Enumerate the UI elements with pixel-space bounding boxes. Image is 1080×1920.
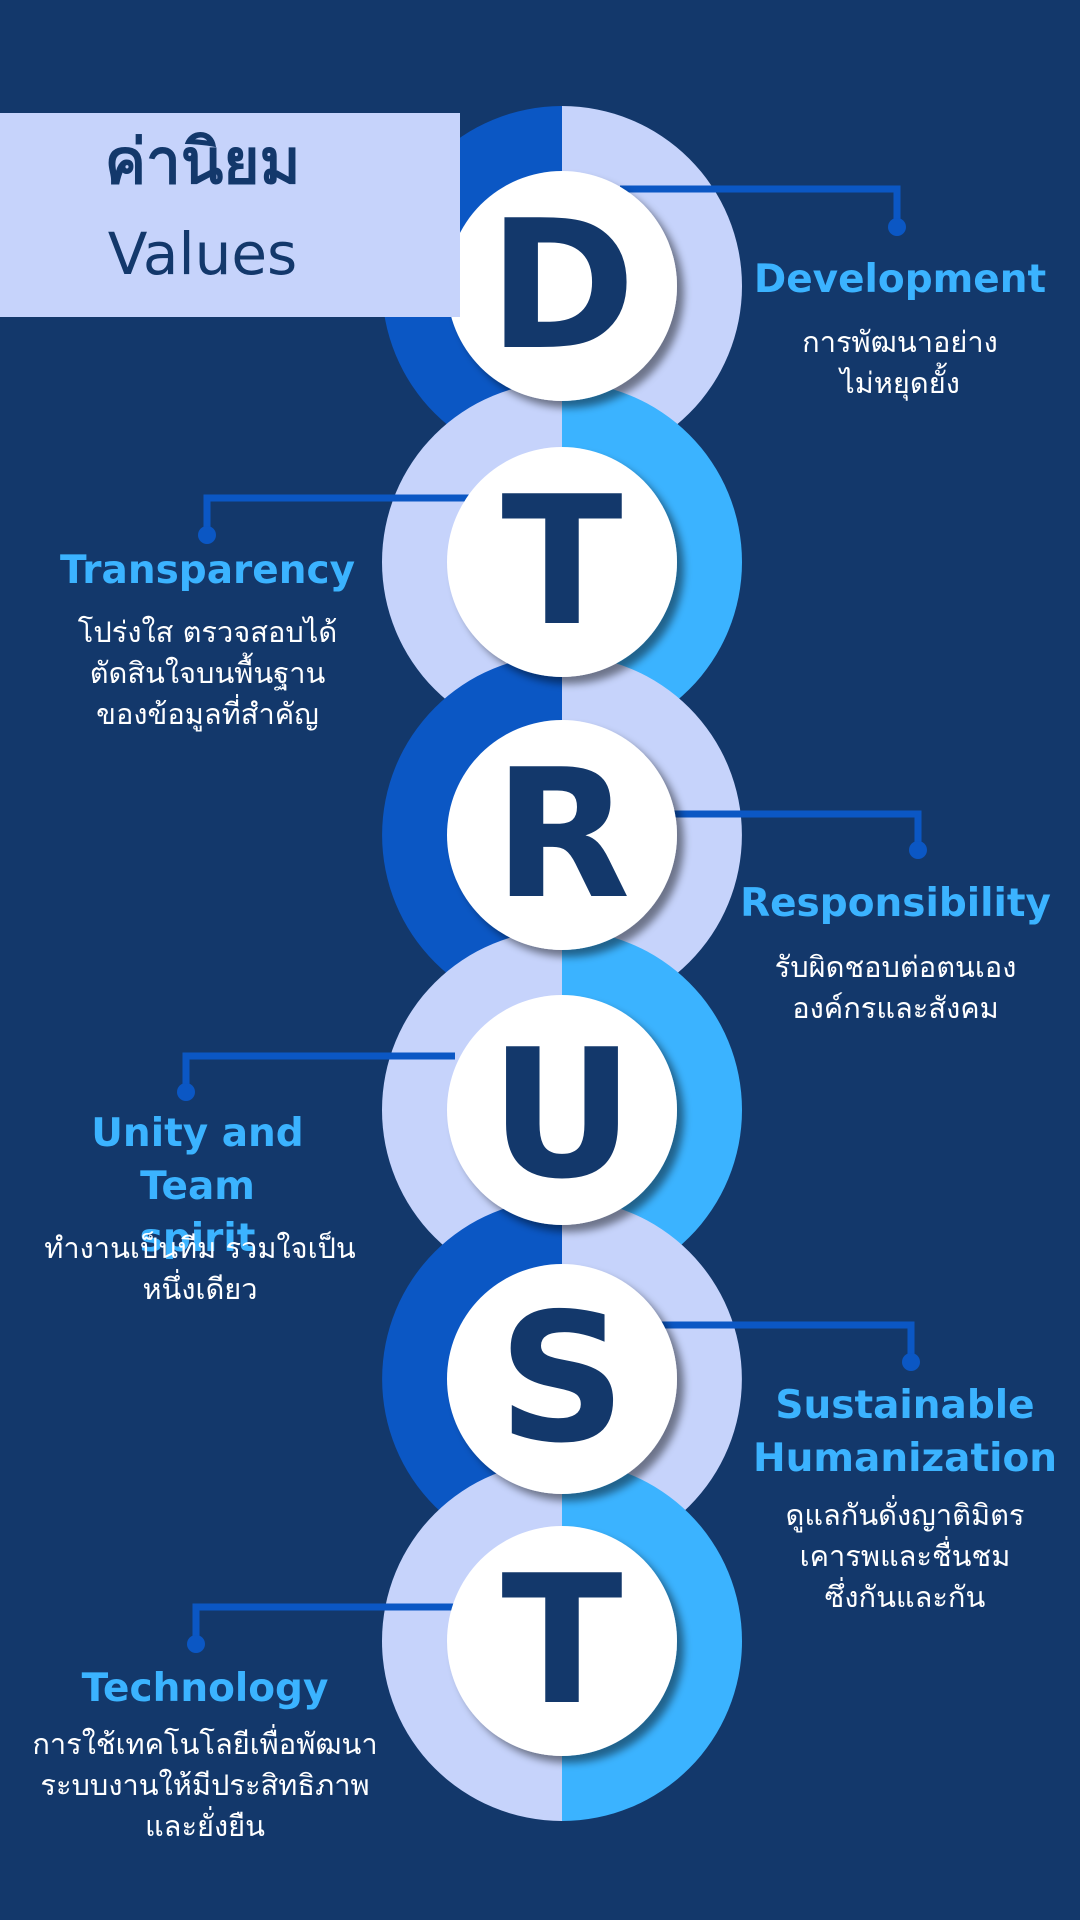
letter-circle: [447, 1526, 677, 1756]
connector-dot: [177, 1083, 195, 1101]
description-development: การพัฒนาอย่างไม่หยุดยั้ง: [802, 325, 998, 401]
connector-line: [203, 494, 475, 535]
heading-technology: Technology: [81, 1666, 329, 1711]
letter-u: U: [489, 1011, 635, 1218]
letter-circle: [447, 995, 677, 1225]
connector-line: [620, 185, 901, 227]
letter-circle: [447, 447, 677, 677]
title-band: [0, 113, 460, 317]
connector-dot: [909, 841, 927, 859]
letter-t-transparency: T: [501, 458, 623, 665]
title-thai: ค่านิยม: [104, 125, 301, 198]
letter-r: R: [493, 731, 631, 938]
letter-circle: [447, 171, 677, 401]
letter-s: S: [497, 1275, 627, 1482]
description-unity-team-spirit: ทำงานเป็นทีม รวมใจเป็นหนึ่งเดียว: [44, 1231, 356, 1307]
heading-transparency: Transparency: [59, 548, 356, 593]
letter-circle: [447, 1264, 677, 1494]
title-english: Values: [107, 220, 298, 288]
heading-development: Development: [753, 257, 1047, 302]
description-responsibility: รับผิดชอบต่อตนเององค์กรและสังคม: [774, 950, 1017, 1026]
connector-dot: [902, 1353, 920, 1371]
letter-t-technology: T: [501, 1537, 623, 1744]
connector-dot: [888, 218, 906, 236]
letter-circle: [447, 720, 677, 950]
letter-d: D: [488, 182, 636, 389]
connector-line: [660, 1321, 915, 1362]
connector-dot: [187, 1635, 205, 1653]
connector-line: [182, 1052, 455, 1092]
heading-responsibility: Responsibility: [740, 881, 1051, 926]
description-transparency: โปร่งใส ตรวจสอบได้ตัดสินใจบนพื้นฐานของข้…: [77, 615, 338, 732]
connector-line: [192, 1603, 455, 1644]
description-technology: การใช้เทคโนโลยีเพื่อพัฒนาระบบงานให้มีประ…: [32, 1727, 378, 1844]
connector-line: [672, 810, 922, 850]
connector-dot: [198, 526, 216, 544]
description-sustainable-humanization: ดูแลกันดั่งญาติมิตรเคารพและชื่นชมซึ่งกัน…: [785, 1498, 1025, 1615]
